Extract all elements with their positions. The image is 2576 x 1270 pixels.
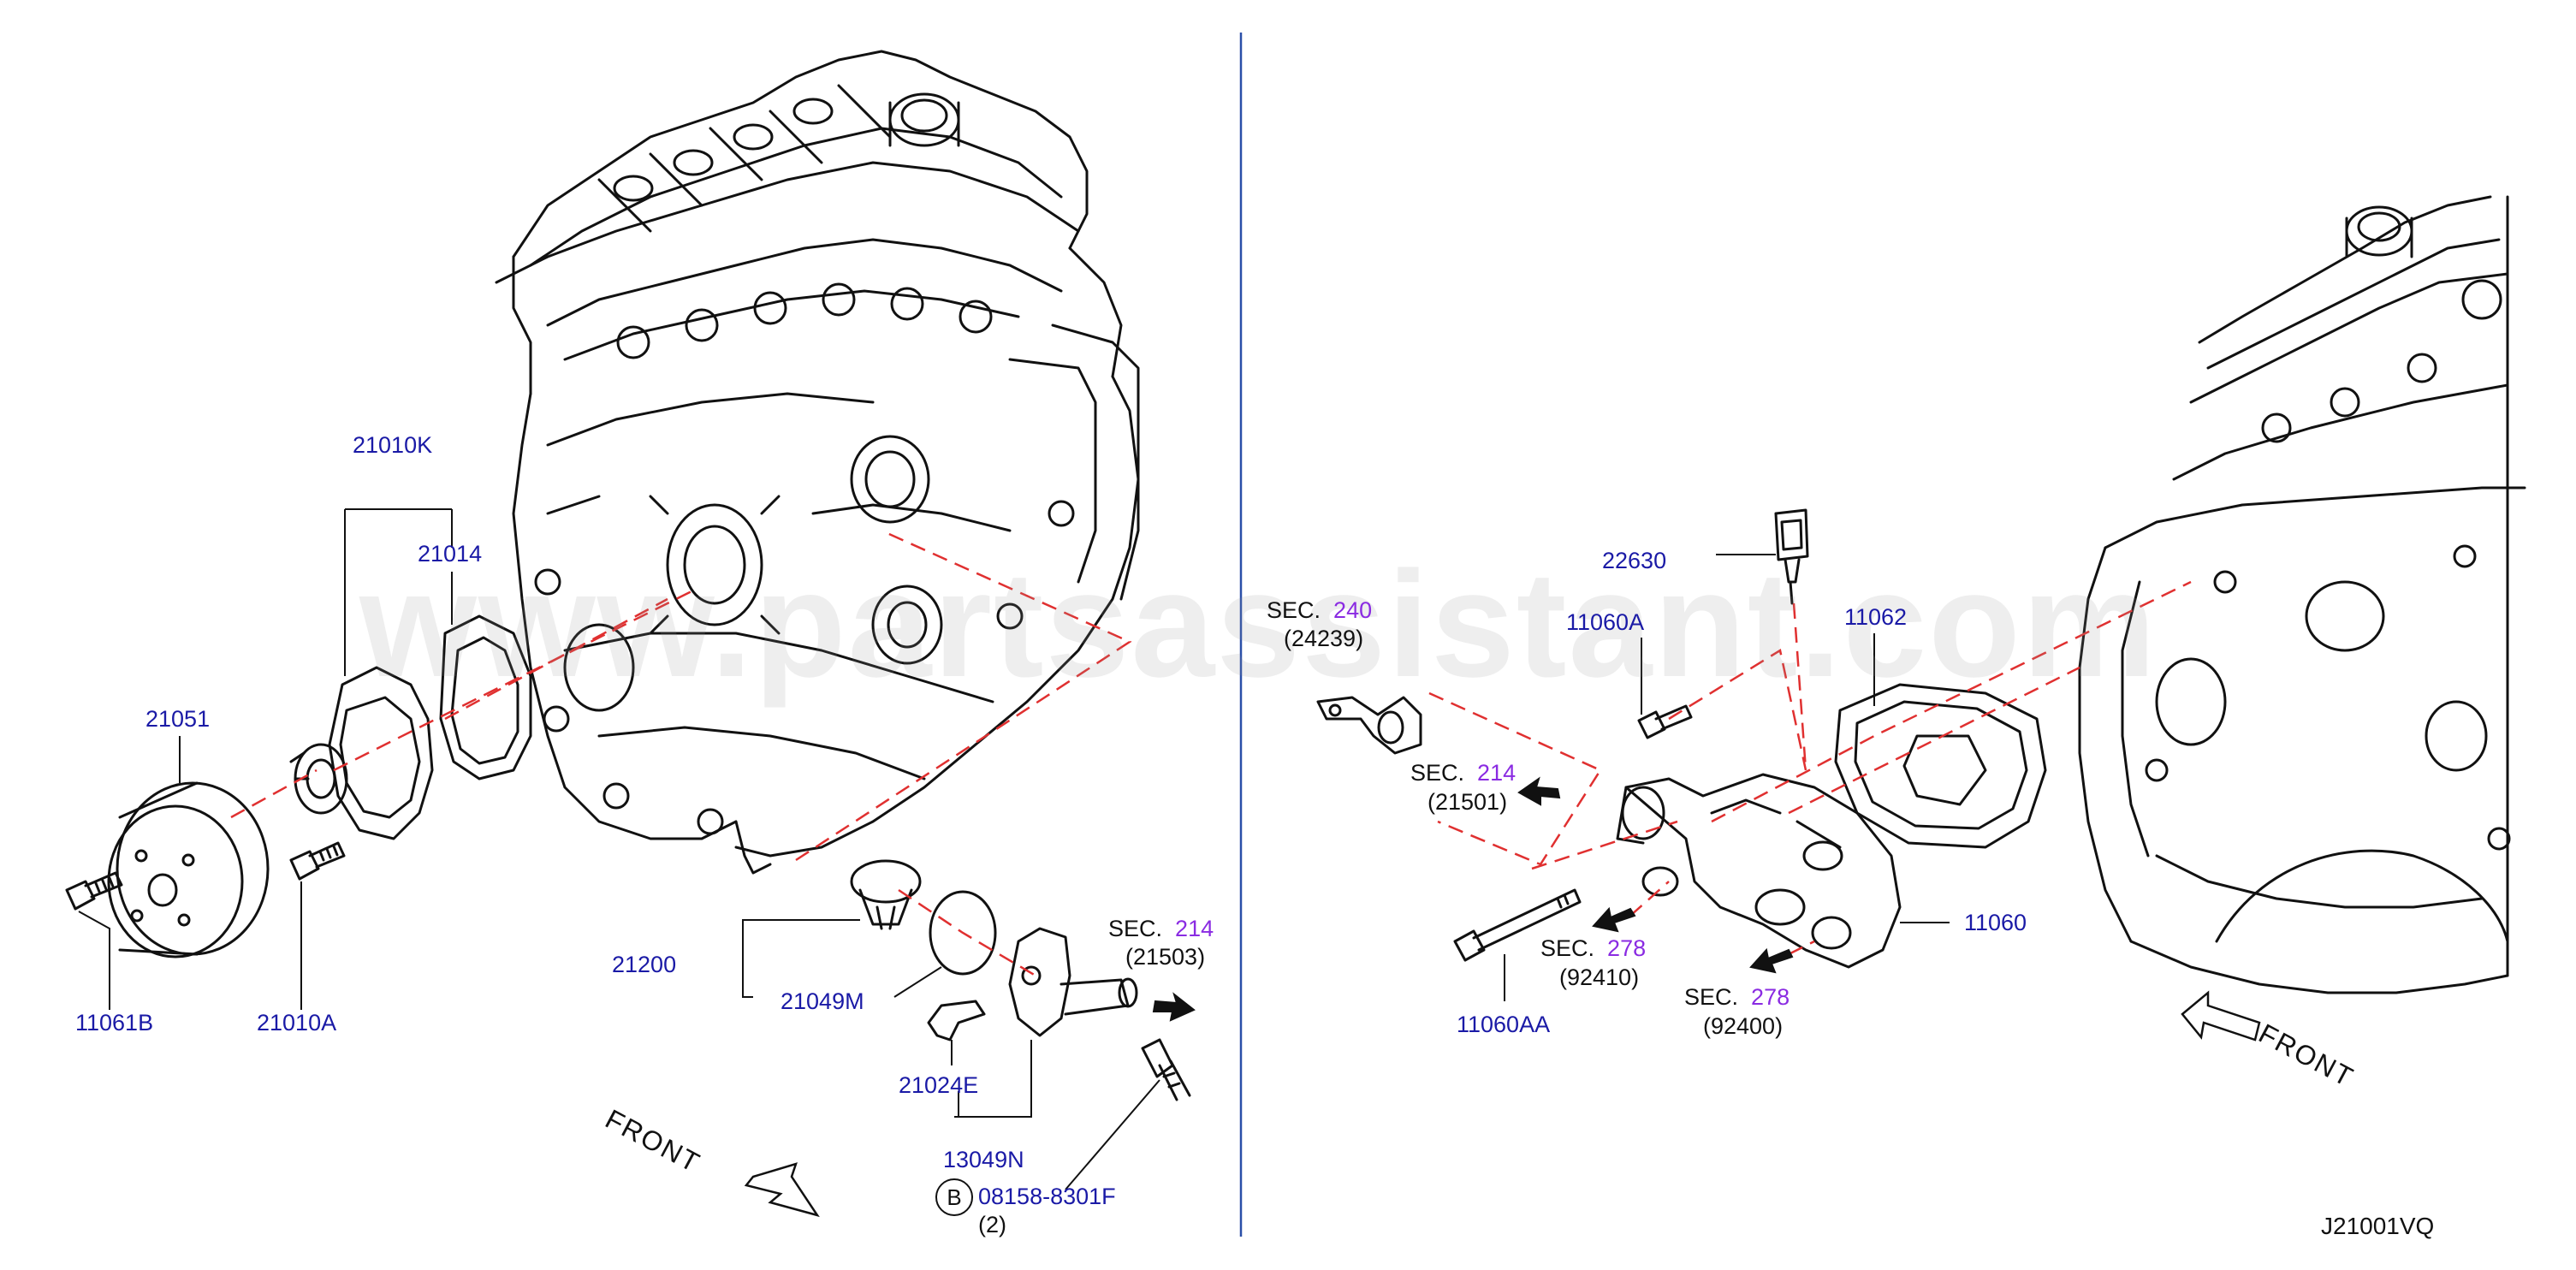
section-number: 214 [1477,760,1517,786]
part-label-11062[interactable]: 11062 [1844,604,1908,630]
part-label-11060[interactable]: 11060 [1964,910,2027,935]
front-arrows [744,990,2261,1218]
part-label-21010A[interactable]: 21010A [257,1010,337,1036]
engine-block-right [2078,195,2526,994]
assembly-leaders [230,529,2192,977]
bolt-11061B [65,871,123,911]
sensor-22630 [1774,508,1809,605]
water-housing-11060 [1616,773,1902,969]
bolt-08158-8301F [1141,1038,1191,1101]
thermostat-21200 [850,859,922,930]
part-label-21010K[interactable]: 21010K [353,432,433,458]
gasket-21014 [439,614,532,780]
water-outlet-13049N [1008,927,1138,1037]
part-label-21200[interactable]: 21200 [612,952,677,977]
section-prefix: SEC. [1108,916,1163,941]
clip-21024E [927,1000,986,1042]
bolt-21010A [289,841,346,881]
section-label-278-92410[interactable]: SEC. 278 [1540,935,1646,961]
section-prefix: SEC. [1410,760,1465,786]
pulley-21051 [107,781,270,958]
section-label-240-24239[interactable]: SEC. 240 [1267,597,1372,623]
section-prefix: SEC. [1267,597,1321,623]
part-label-21024E[interactable]: 21024E [899,1072,979,1098]
gasket-11062 [1834,683,2047,849]
bolt-b-marker: B [935,1178,973,1216]
section-prefix: SEC. [1540,935,1595,961]
section-number: 278 [1751,984,1790,1010]
watermark: www.partsassistant.com [359,541,2158,709]
section-ref-21503: (21503) [1125,944,1206,970]
section-label-214-21503[interactable]: SEC. 214 [1108,916,1214,941]
engine-block-left [495,50,1140,875]
section-label-214-21501[interactable]: SEC. 214 [1410,760,1516,786]
section-ref-24239: (24239) [1284,626,1364,651]
section-ref-92410: (92410) [1559,964,1640,990]
bolt-11060A [1637,704,1693,739]
bolt-11060AA [1453,888,1582,962]
bracket-24239 [1316,696,1422,755]
part-label-13049N[interactable]: 13049N [943,1147,1024,1172]
section-ref-92400: (92400) [1703,1013,1784,1039]
section-ref-21501: (21501) [1427,789,1508,815]
part-label-22630[interactable]: 22630 [1602,548,1667,573]
section-label-278-92400[interactable]: SEC. 278 [1684,984,1790,1010]
water-pump-21010K [289,666,434,840]
section-arrows [1152,776,1794,1022]
part-label-11060A[interactable]: 11060A [1566,609,1645,635]
part-label-08158-8301F[interactable]: 08158-8301F [978,1184,1116,1209]
part-qty-08158: (2) [978,1212,1006,1237]
section-number: 214 [1175,916,1214,941]
part-label-21051[interactable]: 21051 [145,706,211,732]
diagram-code: J21001VQ [2321,1213,2435,1239]
section-number: 278 [1607,935,1647,961]
section-number: 240 [1333,597,1373,623]
part-label-21014[interactable]: 21014 [418,541,483,567]
section-prefix: SEC. [1684,984,1739,1010]
part-label-11060AA[interactable]: 11060AA [1457,1012,1551,1037]
part-label-21049M[interactable]: 21049M [781,988,864,1014]
gasket-21049M [929,890,997,976]
part-label-11061B[interactable]: 11061B [75,1010,154,1036]
label-leaders [78,508,1950,1190]
